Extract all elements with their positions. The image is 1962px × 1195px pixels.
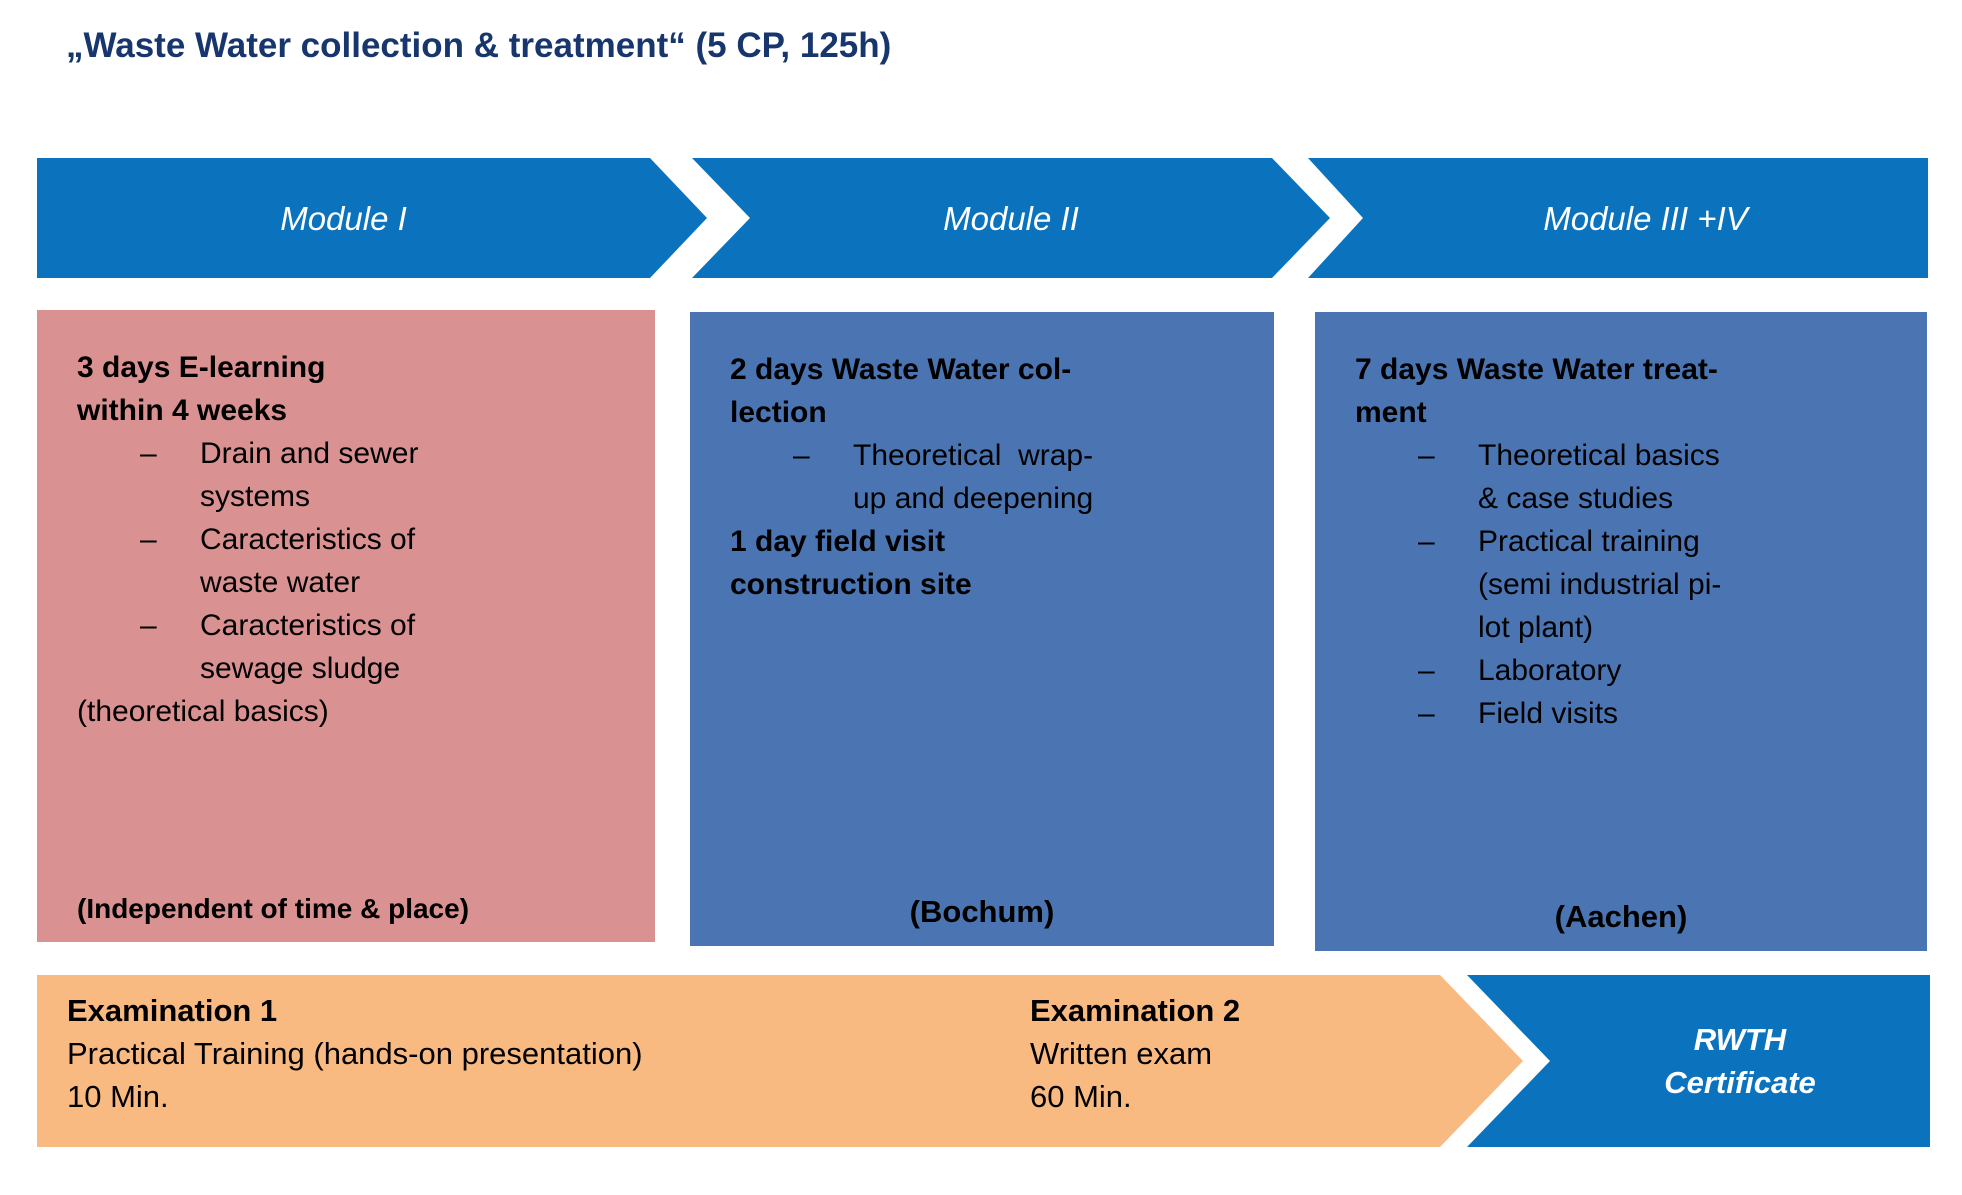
module-arrow-1: Module I <box>37 158 707 278</box>
bullet-dash: – <box>1418 439 1435 472</box>
certificate-arrow: RWTH Certificate <box>1467 975 1930 1147</box>
module-1-footer: (Independent of time & place) <box>77 893 470 925</box>
bullet-dash: – <box>1418 654 1435 687</box>
module-2-label: Module II <box>943 199 1079 237</box>
bullet-dash: – <box>140 437 157 470</box>
module-3-location: (Aachen) <box>1554 898 1688 934</box>
bullet-text: Caracteristics of waste water <box>200 523 416 599</box>
certificate-label: RWTH Certificate <box>1664 1022 1816 1100</box>
bullet-dash: – <box>140 523 157 556</box>
examination-2-title: Examination 2 <box>1030 993 1241 1028</box>
module-2-heading: 2 days Waste Water col- lection <box>730 353 1072 429</box>
examination-2-description: Written exam <box>1030 1036 1213 1071</box>
bullet-item: – Caracteristics of waste water <box>77 518 629 604</box>
bullet-text: Laboratory <box>1478 654 1622 687</box>
module-1-heading: 3 days E-learning within 4 weeks <box>77 351 326 427</box>
bullet-text: Practical training (semi industrial pi- … <box>1478 525 1722 644</box>
bullet-text: Drain and sewer systems <box>200 437 419 513</box>
examination-bar: Examination 1 Practical Training (hands-… <box>37 975 1523 1147</box>
module-3-label: Module III +IV <box>1543 199 1748 237</box>
bullet-item: – Field visits <box>1355 692 1901 735</box>
examination-2-block: Examination 2 Written exam 60 Min. <box>1030 989 1240 1118</box>
examination-1-description: Practical Training (hands-on presentatio… <box>67 1036 643 1071</box>
bullet-text: Theoretical wrap- up and deepening <box>853 439 1094 515</box>
module-arrow-2: Module II <box>692 158 1330 278</box>
examination-1-block: Examination 1 Practical Training (hands-… <box>67 989 643 1118</box>
bullet-item: – Laboratory <box>1355 649 1901 692</box>
bullet-dash: – <box>140 609 157 642</box>
module-3-heading: 7 days Waste Water treat- ment <box>1355 353 1718 429</box>
bullet-dash: – <box>1418 697 1435 730</box>
module-arrow-3: Module III +IV <box>1308 158 1928 278</box>
bullet-text: Theoretical basics & case studies <box>1478 439 1720 515</box>
bullet-item: – Caracteristics of sewage sludge <box>77 604 629 690</box>
bullet-item: – Drain and sewer systems <box>77 432 629 518</box>
module-1-content-box: 3 days E-learning within 4 weeks – Drain… <box>37 310 655 942</box>
bullet-item: – Theoretical wrap- up and deepening <box>730 434 1248 520</box>
module-2-heading-2: 1 day field visit construction site <box>730 525 972 601</box>
module-1-label: Module I <box>280 199 407 237</box>
examination-1-duration: 10 Min. <box>67 1079 169 1114</box>
examination-1-title: Examination 1 <box>67 993 278 1028</box>
bullet-item: – Practical training (semi industrial pi… <box>1355 520 1901 649</box>
module-3-content-box: 7 days Waste Water treat- ment – Theoret… <box>1315 312 1927 951</box>
bullet-item: – Theoretical basics & case studies <box>1355 434 1901 520</box>
module-2-location: (Bochum) <box>909 893 1055 929</box>
bullet-dash: – <box>1418 525 1435 558</box>
module-2-content-box: 2 days Waste Water col- lection – Theore… <box>690 312 1274 946</box>
bullet-dash: – <box>793 439 810 472</box>
bullet-text: Caracteristics of sewage sludge <box>200 609 416 685</box>
bullet-text: Field visits <box>1478 697 1619 730</box>
page-title: „Waste Water collection & treatment“ (5 … <box>66 26 892 65</box>
module-1-note: (theoretical basics) <box>77 695 329 728</box>
examination-2-duration: 60 Min. <box>1030 1079 1132 1114</box>
